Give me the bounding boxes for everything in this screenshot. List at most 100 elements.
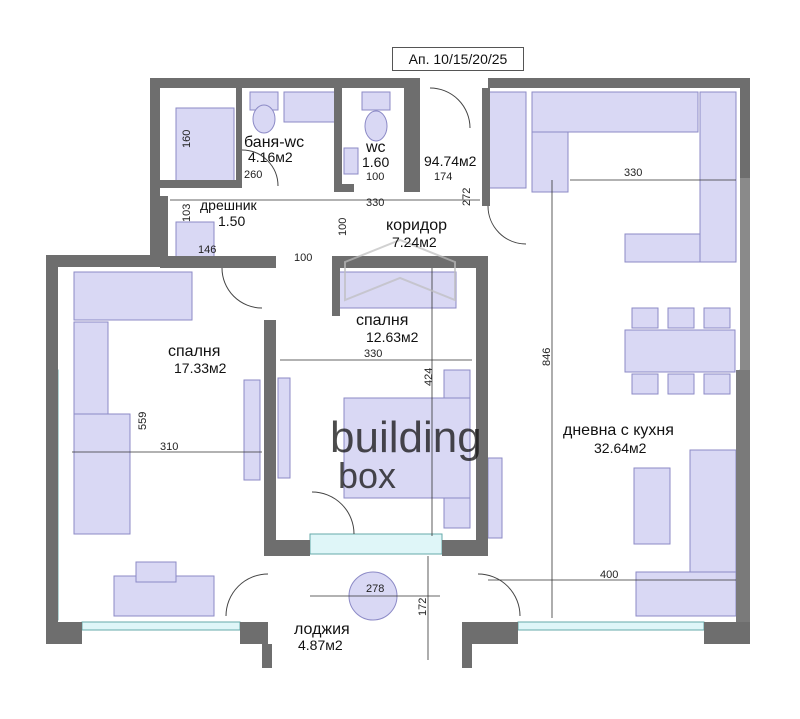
wall-bedroom2-bottom-right bbox=[442, 540, 488, 556]
dining-table bbox=[624, 329, 736, 373]
dim-272: 272 bbox=[461, 188, 473, 206]
wall-bath-right bbox=[236, 88, 242, 188]
wall-bottom-mid-right bbox=[462, 622, 518, 644]
room-area-living: 32.64м2 bbox=[594, 440, 647, 456]
wall-top-right bbox=[488, 78, 750, 88]
dim-260: 260 bbox=[244, 169, 262, 181]
dim-100-corridor-v: 100 bbox=[337, 218, 349, 236]
double-bed bbox=[343, 397, 471, 499]
door-glass-bedroom2 bbox=[309, 533, 443, 555]
shower bbox=[175, 107, 235, 185]
wardrobe-bedroom2 bbox=[337, 271, 457, 309]
dim-146: 146 bbox=[198, 244, 216, 256]
chair-4 bbox=[631, 373, 659, 395]
dim-846: 846 bbox=[541, 348, 553, 366]
living-door-arc bbox=[487, 205, 527, 245]
desk-bedroom2 bbox=[277, 377, 291, 479]
dim-278: 278 bbox=[366, 583, 384, 595]
kitchen-counter-right bbox=[699, 91, 737, 263]
bed-bedroom1 bbox=[73, 413, 131, 535]
chair-6 bbox=[703, 373, 731, 395]
dim-400: 400 bbox=[600, 569, 618, 581]
wall-entrance-left bbox=[412, 88, 420, 192]
room-name-wc: wc bbox=[365, 139, 386, 156]
dim-330-kitchen: 330 bbox=[624, 167, 642, 179]
dim-559: 559 bbox=[137, 412, 149, 430]
room-area-wc: 1.60 bbox=[362, 154, 389, 170]
dim-174: 174 bbox=[434, 171, 452, 183]
fridge bbox=[487, 91, 527, 189]
kitchen-counter-side bbox=[531, 131, 569, 193]
bedroom1-door-arc bbox=[221, 267, 263, 309]
watermark-word-1: building bbox=[330, 413, 482, 462]
room-name-loggia: лоджия bbox=[294, 621, 350, 638]
apartment-tag: Ап. 10/15/20/25 bbox=[392, 47, 524, 71]
wc-sink bbox=[343, 147, 359, 175]
wall-left-outer bbox=[46, 255, 58, 622]
wall-left-top bbox=[46, 255, 160, 267]
wall-bedroom-divider bbox=[264, 320, 276, 556]
tv-bedroom1 bbox=[243, 379, 261, 481]
wc-bowl bbox=[364, 110, 388, 142]
chair-5 bbox=[667, 373, 695, 395]
dim-100-corridor-h: 100 bbox=[294, 252, 312, 264]
loggia-door-right-arc bbox=[477, 573, 521, 617]
wall-bath-bottom bbox=[160, 180, 240, 188]
door-swings bbox=[221, 87, 527, 617]
dim-160: 160 bbox=[181, 130, 193, 148]
loggia-door-left-arc bbox=[225, 573, 269, 617]
window-living bbox=[517, 621, 705, 631]
bedroom2-door-arc bbox=[311, 491, 355, 535]
room-name-bedroom2: спалня bbox=[356, 312, 408, 329]
wall-bottom-mid-left bbox=[240, 622, 268, 644]
dim-172: 172 bbox=[417, 598, 429, 616]
watermark-logo-shape bbox=[344, 238, 456, 302]
total-area: 94.74м2 bbox=[424, 153, 477, 169]
chair-1 bbox=[631, 307, 659, 329]
room-area-bedroom2: 12.63м2 bbox=[366, 329, 419, 345]
wall-entrance-right bbox=[482, 88, 490, 206]
toilet-bowl bbox=[252, 104, 276, 134]
room-name-corridor: коридор bbox=[386, 217, 447, 234]
window-bedroom1 bbox=[81, 621, 241, 631]
room-name-closet: дрешник bbox=[200, 197, 258, 213]
dim-330-corridor: 330 bbox=[366, 197, 384, 209]
wall-right-upper bbox=[740, 78, 750, 178]
closet-unit bbox=[175, 221, 215, 261]
wall-bedroom2-left-stub bbox=[332, 256, 340, 316]
wall-wc-right bbox=[404, 88, 412, 192]
kitchen-counter-top bbox=[531, 91, 699, 133]
wall-left-upper bbox=[150, 78, 160, 258]
dim-103: 103 bbox=[181, 204, 193, 222]
room-area-loggia: 4.87м2 bbox=[298, 637, 343, 653]
room-name-bath: баня-wc bbox=[244, 134, 304, 151]
watermark-logo bbox=[344, 238, 456, 302]
wardrobe-bedroom1 bbox=[73, 271, 193, 321]
wall-right-lower bbox=[736, 370, 750, 622]
tv-unit bbox=[487, 457, 503, 539]
wall-wc-left bbox=[334, 88, 342, 192]
shelf-bedroom1 bbox=[73, 321, 109, 415]
dimension-lines bbox=[72, 179, 736, 660]
kitchen-island bbox=[624, 233, 701, 263]
entrance-door-arc bbox=[429, 87, 471, 129]
room-area-corridor: 7.24м2 bbox=[392, 234, 437, 250]
wall-wc-bottom bbox=[334, 184, 354, 192]
wall-corridor-stub bbox=[264, 256, 276, 268]
wc-tank bbox=[361, 91, 391, 111]
nightstand-1 bbox=[443, 369, 471, 399]
chair-3 bbox=[703, 307, 731, 329]
room-area-bedroom1: 17.33м2 bbox=[174, 360, 227, 376]
wall-bedroom2-bottom-left bbox=[264, 540, 310, 556]
wall-bottom-right-corner bbox=[704, 622, 750, 644]
sofa bbox=[689, 449, 737, 573]
sofa-corner bbox=[635, 571, 737, 617]
desk-bedroom1 bbox=[113, 575, 215, 617]
coffee-table bbox=[633, 467, 671, 545]
wall-corridor-left-bottom bbox=[160, 256, 270, 268]
dim-100-wc: 100 bbox=[366, 171, 384, 183]
wall-top-left bbox=[150, 78, 420, 88]
wall-bottom-left-corner bbox=[46, 622, 82, 644]
wall-bedroom2-right bbox=[476, 256, 488, 556]
